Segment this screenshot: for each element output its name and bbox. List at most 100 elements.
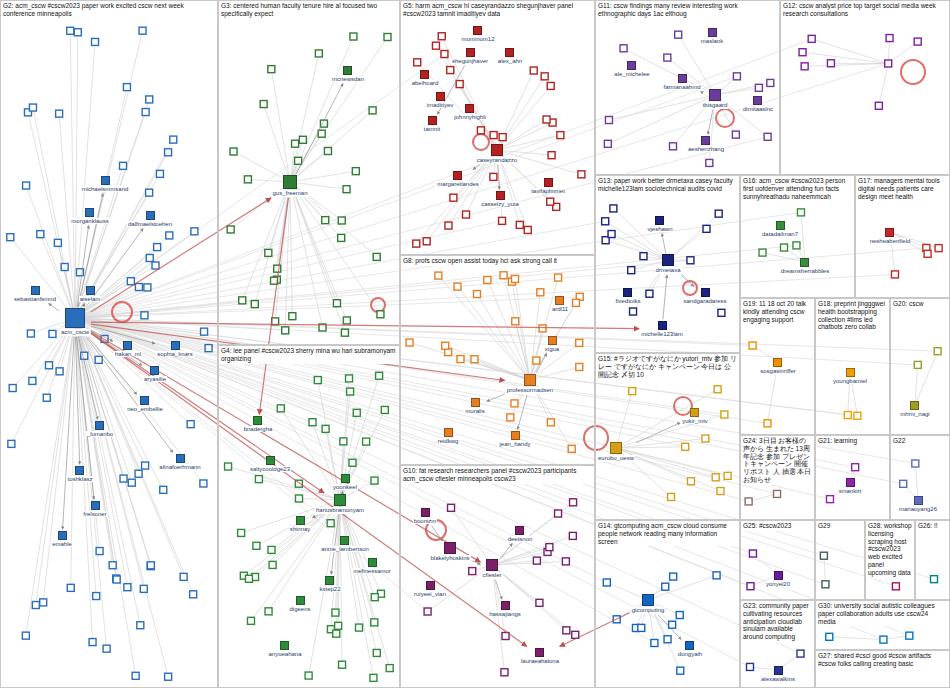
background-vertex xyxy=(265,608,272,615)
vertex: ardl11 xyxy=(551,296,569,313)
background-vertex xyxy=(384,34,391,41)
background-vertex xyxy=(346,375,353,382)
background-vertex xyxy=(165,673,172,680)
background-vertex xyxy=(471,356,478,363)
vertex-icon xyxy=(85,208,94,217)
cross-group-link xyxy=(75,318,777,494)
background-link xyxy=(829,637,883,640)
vertex-label: michaelsmmsand xyxy=(81,186,130,193)
background-link xyxy=(75,318,144,589)
connector xyxy=(48,303,58,310)
background-vertex xyxy=(764,420,771,427)
vertex: xigoa xyxy=(544,336,560,353)
background-vertex xyxy=(56,110,63,117)
vertex-label: eurobu_uesw xyxy=(597,455,635,462)
vertex: yonyei20 xyxy=(765,571,791,588)
vertex: dimitaaslnc xyxy=(742,96,774,113)
vertex-icon xyxy=(555,296,564,305)
background-vertex xyxy=(781,244,788,251)
background-vertex xyxy=(793,242,800,249)
vertex-icon xyxy=(283,175,297,189)
connector xyxy=(91,333,527,646)
background-vertex xyxy=(371,594,378,601)
vertex-icon xyxy=(678,74,687,83)
background-vertex xyxy=(718,309,725,316)
self-loop xyxy=(716,109,734,127)
background-vertex xyxy=(749,550,756,557)
vertex-icon xyxy=(75,466,84,475)
vertex: alex_ahn xyxy=(497,48,523,65)
background-vertex xyxy=(578,171,585,178)
vertex: yoonkeel xyxy=(332,474,358,491)
group-label: G12: cscw analyst price top target socia… xyxy=(781,1,949,19)
background-vertex xyxy=(343,317,350,324)
vertex: blakelyhoskins xyxy=(429,542,470,562)
background-link xyxy=(715,88,759,95)
background-vertex xyxy=(154,244,161,251)
cross-group-link xyxy=(75,318,607,583)
vertex-icon xyxy=(753,96,762,105)
vertex: boonizm xyxy=(413,508,438,525)
background-vertex xyxy=(146,254,153,261)
background-vertex xyxy=(885,60,892,67)
vertex-label: shegunjhaver xyxy=(451,58,489,65)
background-vertex xyxy=(137,622,144,629)
background-vertex xyxy=(127,278,134,285)
vertex: professormadsen xyxy=(506,374,554,394)
background-vertex xyxy=(135,470,142,477)
background-vertex xyxy=(912,460,919,467)
background-vertex xyxy=(144,284,151,291)
cross-group-link xyxy=(75,318,753,554)
background-link xyxy=(241,500,340,533)
vertex-icon xyxy=(486,559,498,571)
background-vertex xyxy=(103,645,110,652)
background-vertex xyxy=(569,532,576,539)
background-vertex xyxy=(32,602,39,609)
connector xyxy=(78,337,97,420)
vertex-icon xyxy=(296,516,305,525)
background-vertex xyxy=(706,159,713,166)
group-label: G3: centered human faculty tenure hire a… xyxy=(219,1,399,19)
background-link xyxy=(264,104,290,182)
vertex-label: imaditiyev xyxy=(426,102,455,109)
background-vertex xyxy=(844,412,851,419)
cross-group-link xyxy=(75,318,654,643)
background-link xyxy=(497,119,547,150)
vertex-icon xyxy=(150,366,159,375)
background-vertex xyxy=(190,591,197,598)
background-vertex xyxy=(289,313,296,320)
vertex-icon xyxy=(846,368,855,377)
group-box: G11: cscw findings many review interesti… xyxy=(595,0,780,175)
background-vertex xyxy=(473,291,480,298)
background-vertex xyxy=(557,132,564,139)
group-label: G15: #ラジオですがなにか yutori_mtv 参加 リレー ですがなにか… xyxy=(596,354,739,379)
vertex-icon xyxy=(325,576,334,585)
vertex-label: anyueahana xyxy=(267,651,302,658)
self-loop xyxy=(584,426,608,450)
vertex-icon xyxy=(471,398,480,407)
group-box: G27: shared #cscl good #cscw artifacts #… xyxy=(815,650,950,688)
background-vertex xyxy=(524,226,531,233)
vertex-label: abelhoard xyxy=(411,80,440,87)
background-vertex xyxy=(543,116,550,123)
background-vertex xyxy=(239,297,246,304)
group-label: G14: gtcomputing acm_cscw cloud consume … xyxy=(596,521,739,546)
background-vertex xyxy=(886,35,893,42)
group-box: G2: acm_cscw #cscw2023 paper work excite… xyxy=(0,0,218,688)
background-link xyxy=(335,500,340,613)
background-vertex xyxy=(670,143,677,150)
vertex-icon xyxy=(176,454,185,463)
background-vertex xyxy=(797,650,804,657)
vertex-label: alexawalkins xyxy=(760,676,796,683)
background-vertex xyxy=(373,253,380,260)
background-vertex xyxy=(269,561,276,568)
vertex-label: muralis xyxy=(464,408,485,415)
background-link xyxy=(812,39,889,64)
group-label: G23: community paper cultivating resourc… xyxy=(741,601,814,642)
background-vertex xyxy=(8,440,15,447)
vertex: caseyrandazzo xyxy=(476,144,518,164)
self-loop xyxy=(674,397,692,415)
vertex-label: farmanaahmd xyxy=(662,84,701,91)
background-link xyxy=(290,171,356,182)
background-vertex xyxy=(764,133,771,140)
